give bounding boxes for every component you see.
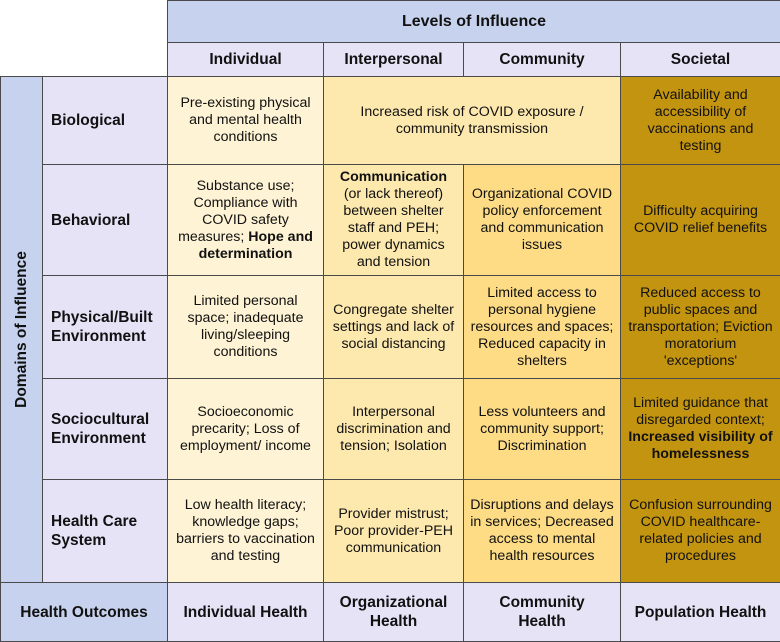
levels-of-influence-title: Levels of Influence [167, 0, 780, 43]
cell-healthcare-interpersonal: Provider mistrust; Poor provider-PEH com… [323, 479, 464, 583]
cell-biological-individual: Pre-existing physical and mental health … [167, 76, 324, 165]
level-header-community: Community [463, 42, 621, 77]
cell-physical-individual: Limited personal space; inadequate livin… [167, 275, 324, 379]
behavioral-interpersonal-text: (or lack thereof) between shelter staff … [342, 186, 445, 270]
cell-healthcare-individual: Low health literacy; knowledge gaps; bar… [167, 479, 324, 583]
domain-label-behavioral: Behavioral [42, 164, 168, 276]
cell-biological-societal: Availability and accessibility of vaccin… [620, 76, 780, 165]
cell-behavioral-interpersonal: Communication (or lack thereof) between … [323, 164, 464, 276]
cell-behavioral-societal: Difficulty acquiring COVID relief benefi… [620, 164, 780, 276]
domain-label-health-care-system: Health Care System [42, 479, 168, 583]
level-header-interpersonal: Interpersonal [323, 42, 464, 77]
cell-sociocultural-community: Less volunteers and community support; D… [463, 378, 621, 480]
outcome-population-health: Population Health [620, 582, 780, 642]
cell-behavioral-community: Organizational COVID policy enforcement … [463, 164, 621, 276]
behavioral-interpersonal-bold: Communication [339, 169, 448, 185]
cell-healthcare-community: Disruptions and delays in services; Decr… [463, 479, 621, 583]
domain-label-biological: Biological [42, 76, 168, 165]
cell-sociocultural-societal: Limited guidance that disregarded contex… [620, 378, 780, 480]
cell-biological-interpersonal-community: Increased risk of COVID exposure / commu… [323, 76, 621, 165]
cell-physical-interpersonal: Congregate shelter settings and lack of … [323, 275, 464, 379]
corner-blank [0, 0, 168, 77]
sociocultural-societal-bold: Increased visibility of homelessness [628, 429, 773, 462]
behavioral-individual-text: Substance use; Compliance with COVID saf… [178, 177, 298, 245]
cell-sociocultural-individual: Socioeconomic precarity; Loss of employm… [167, 378, 324, 480]
domains-of-influence-text: Domains of Influence [13, 251, 30, 408]
behavioral-individual-bold: Hope and determination [198, 228, 313, 262]
domain-label-sociocultural-environment: Sociocultural Environment [42, 378, 168, 480]
cell-behavioral-individual: Substance use; Compliance with COVID saf… [167, 164, 324, 276]
level-header-individual: Individual [167, 42, 324, 77]
domains-of-influence-label: Domains of Influence [0, 76, 43, 583]
outcome-community-health: Community Health [463, 582, 621, 642]
outcome-individual-health: Individual Health [167, 582, 324, 642]
cell-sociocultural-interpersonal: Interpersonal discrimination and tension… [323, 378, 464, 480]
cell-physical-societal: Reduced access to public spaces and tran… [620, 275, 780, 379]
health-outcomes-label: Health Outcomes [0, 582, 168, 642]
outcome-organizational-health: Organizational Health [323, 582, 464, 642]
sociocultural-societal-text: Limited guidance that disregarded contex… [633, 395, 768, 428]
level-header-societal: Societal [620, 42, 780, 77]
cell-physical-community: Limited access to personal hygiene resou… [463, 275, 621, 379]
cell-healthcare-societal: Confusion surrounding COVID healthcare-r… [620, 479, 780, 583]
domain-label-physical-built-environment: Physical/Built Environment [42, 275, 168, 379]
